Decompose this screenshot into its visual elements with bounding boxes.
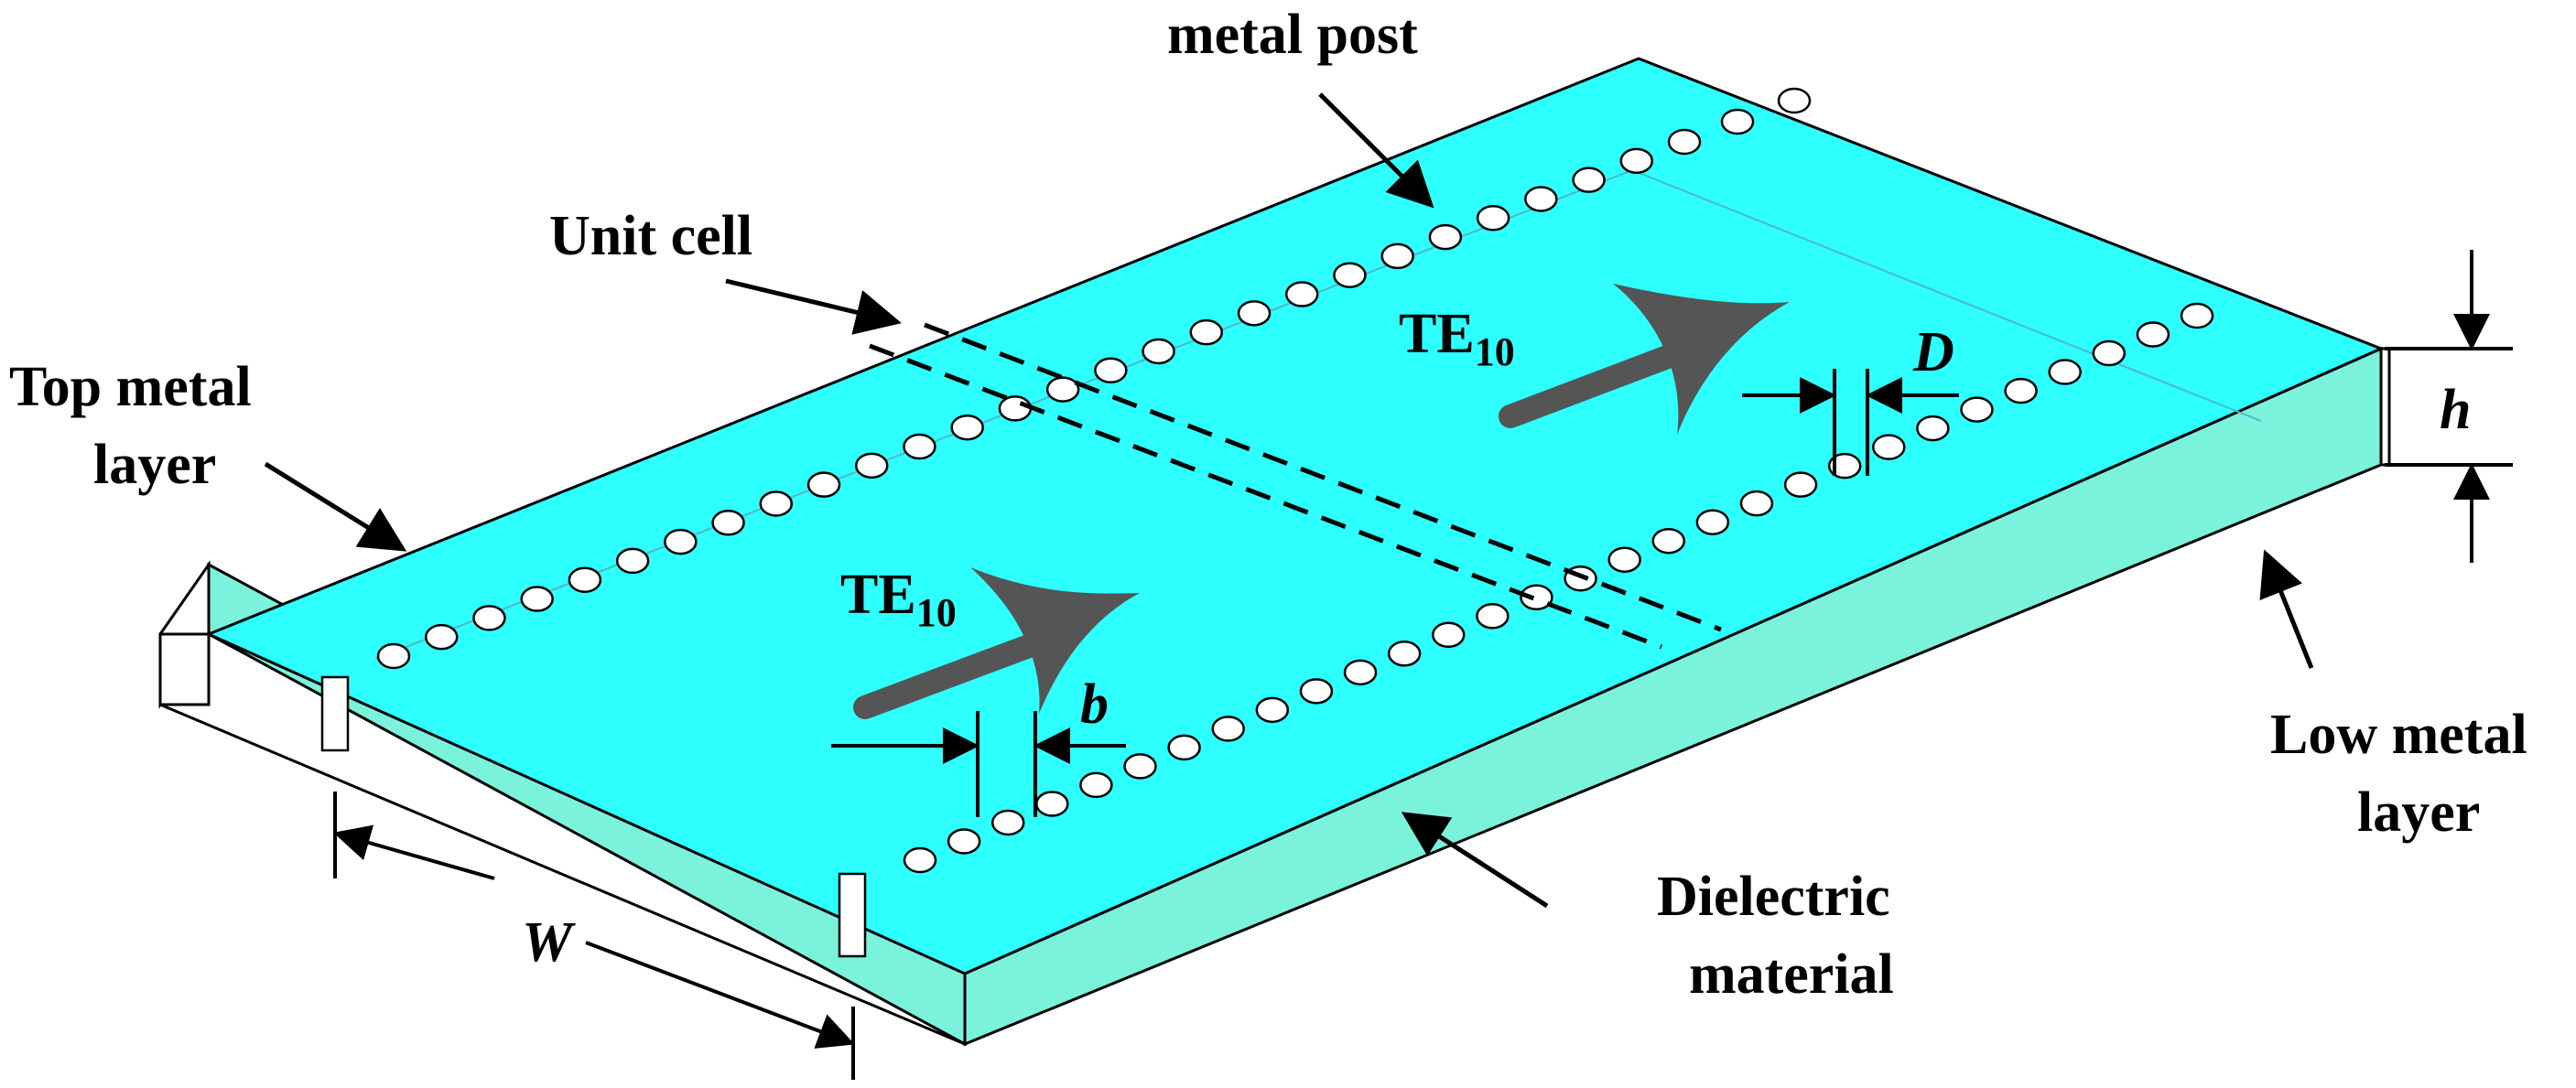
metal-post-via [1520, 584, 1553, 611]
metal-post-via [1428, 223, 1463, 251]
metal-post-via [2136, 321, 2170, 348]
metal-post-via [990, 809, 1025, 836]
metal-post-via [759, 490, 794, 517]
metal-post-via [854, 452, 889, 479]
metal-post-via [1284, 281, 1319, 307]
metal-post-via [1387, 641, 1422, 667]
metal-post-via [1872, 434, 1906, 460]
metal-post-via [1783, 471, 1818, 498]
metal-post-via [2092, 339, 2127, 367]
metal-post-via [1476, 603, 1510, 630]
metal-post-via [1142, 338, 1175, 365]
metal-post-via [1619, 147, 1654, 175]
metal-post-via [1079, 771, 1113, 799]
metal-post-via [950, 414, 984, 441]
unit-cell-dash-1 [869, 343, 1662, 650]
metal-post-via [2180, 302, 2214, 329]
metal-post-via [1333, 262, 1367, 288]
metal-post-via [1572, 167, 1606, 193]
te10-arrow-2 [1499, 284, 1790, 435]
low-metal-pointer [2259, 549, 2314, 669]
via-row-upper [376, 87, 1812, 670]
te10-arrow-1 [853, 567, 1140, 719]
metal-post-via [1777, 87, 1812, 114]
metal-post-via [1237, 300, 1272, 327]
metal-post-via [1431, 621, 1466, 649]
metal-post-via [1167, 734, 1201, 761]
metal-post-via [472, 605, 506, 631]
metal-post-via [2004, 377, 2038, 404]
metal-post-via [1607, 546, 1641, 573]
unit-cell-label: Unit cell [549, 205, 752, 267]
metal-post-via [1343, 659, 1378, 686]
metal-post-via [376, 642, 411, 670]
metal-post-via [520, 586, 554, 612]
metal-post-via [711, 510, 745, 536]
dim-h-label: h [2440, 379, 2471, 441]
metal-post-via [664, 528, 698, 555]
te10-label-2: TE10 [1399, 303, 1515, 374]
dielectric-pointer [1401, 812, 1549, 909]
metal-post-via [1211, 716, 1245, 742]
dim-b-label: b [1080, 673, 1109, 736]
metal-post-via [615, 547, 650, 575]
metal-post-via [1094, 357, 1128, 384]
low-metal-label-line2: layer [2357, 781, 2480, 844]
metal-post-via [1255, 696, 1290, 724]
metal-post-via [1189, 318, 1224, 346]
metal-post-via [1045, 376, 1080, 403]
metal-post-via [1960, 396, 1994, 423]
unit-cell-pointer [725, 278, 902, 335]
port-opening [158, 632, 211, 706]
metal-post-via [947, 828, 981, 855]
te10-label-1: TE10 [840, 564, 957, 635]
top-metal-pointer [264, 461, 407, 552]
right-port-opening [2379, 347, 2391, 467]
low-metal-label-line1: Low metal [2270, 704, 2527, 766]
metal-post-label: metal post [1167, 4, 1418, 66]
metal-post-pointer [1318, 92, 1434, 209]
dielectric-label-line1: Dielectric [1657, 866, 1890, 928]
unit-cell-dash-2 [924, 322, 1722, 632]
metal-post-via [903, 433, 936, 460]
metal-post-via [1667, 128, 1702, 156]
metal-post-via [1720, 108, 1755, 135]
dielectric-label-line2: material [1689, 943, 1894, 1006]
dim-D-label: D [1912, 321, 1954, 383]
inner-edge-right [1631, 169, 2262, 422]
metal-post-via [1827, 452, 1862, 479]
metal-post-via [1123, 753, 1157, 780]
metal-post-via [1299, 678, 1334, 705]
metal-post-via [998, 395, 1033, 422]
cut-post-front [838, 872, 867, 958]
metal-post-via [1524, 186, 1558, 212]
metal-post-via [1476, 205, 1510, 232]
top-metal-label-line2: layer [93, 434, 216, 496]
metal-post-via [903, 846, 937, 874]
top-metal-label-line1: Top metal [9, 356, 252, 418]
metal-post-via [1651, 527, 1686, 555]
cut-post-left [320, 675, 350, 752]
metal-post-via [806, 471, 841, 498]
via-row-lower [903, 302, 2214, 874]
dim-W-label: W [522, 911, 576, 974]
metal-post-via [568, 566, 602, 593]
metal-post-via [1380, 242, 1414, 270]
metal-post-via [1695, 509, 1730, 535]
metal-post-via [424, 623, 459, 651]
metal-post-via [2048, 359, 2082, 385]
metal-post-via [1739, 490, 1774, 517]
metal-post-via [1035, 791, 1069, 817]
metal-post-via [1916, 415, 1950, 442]
